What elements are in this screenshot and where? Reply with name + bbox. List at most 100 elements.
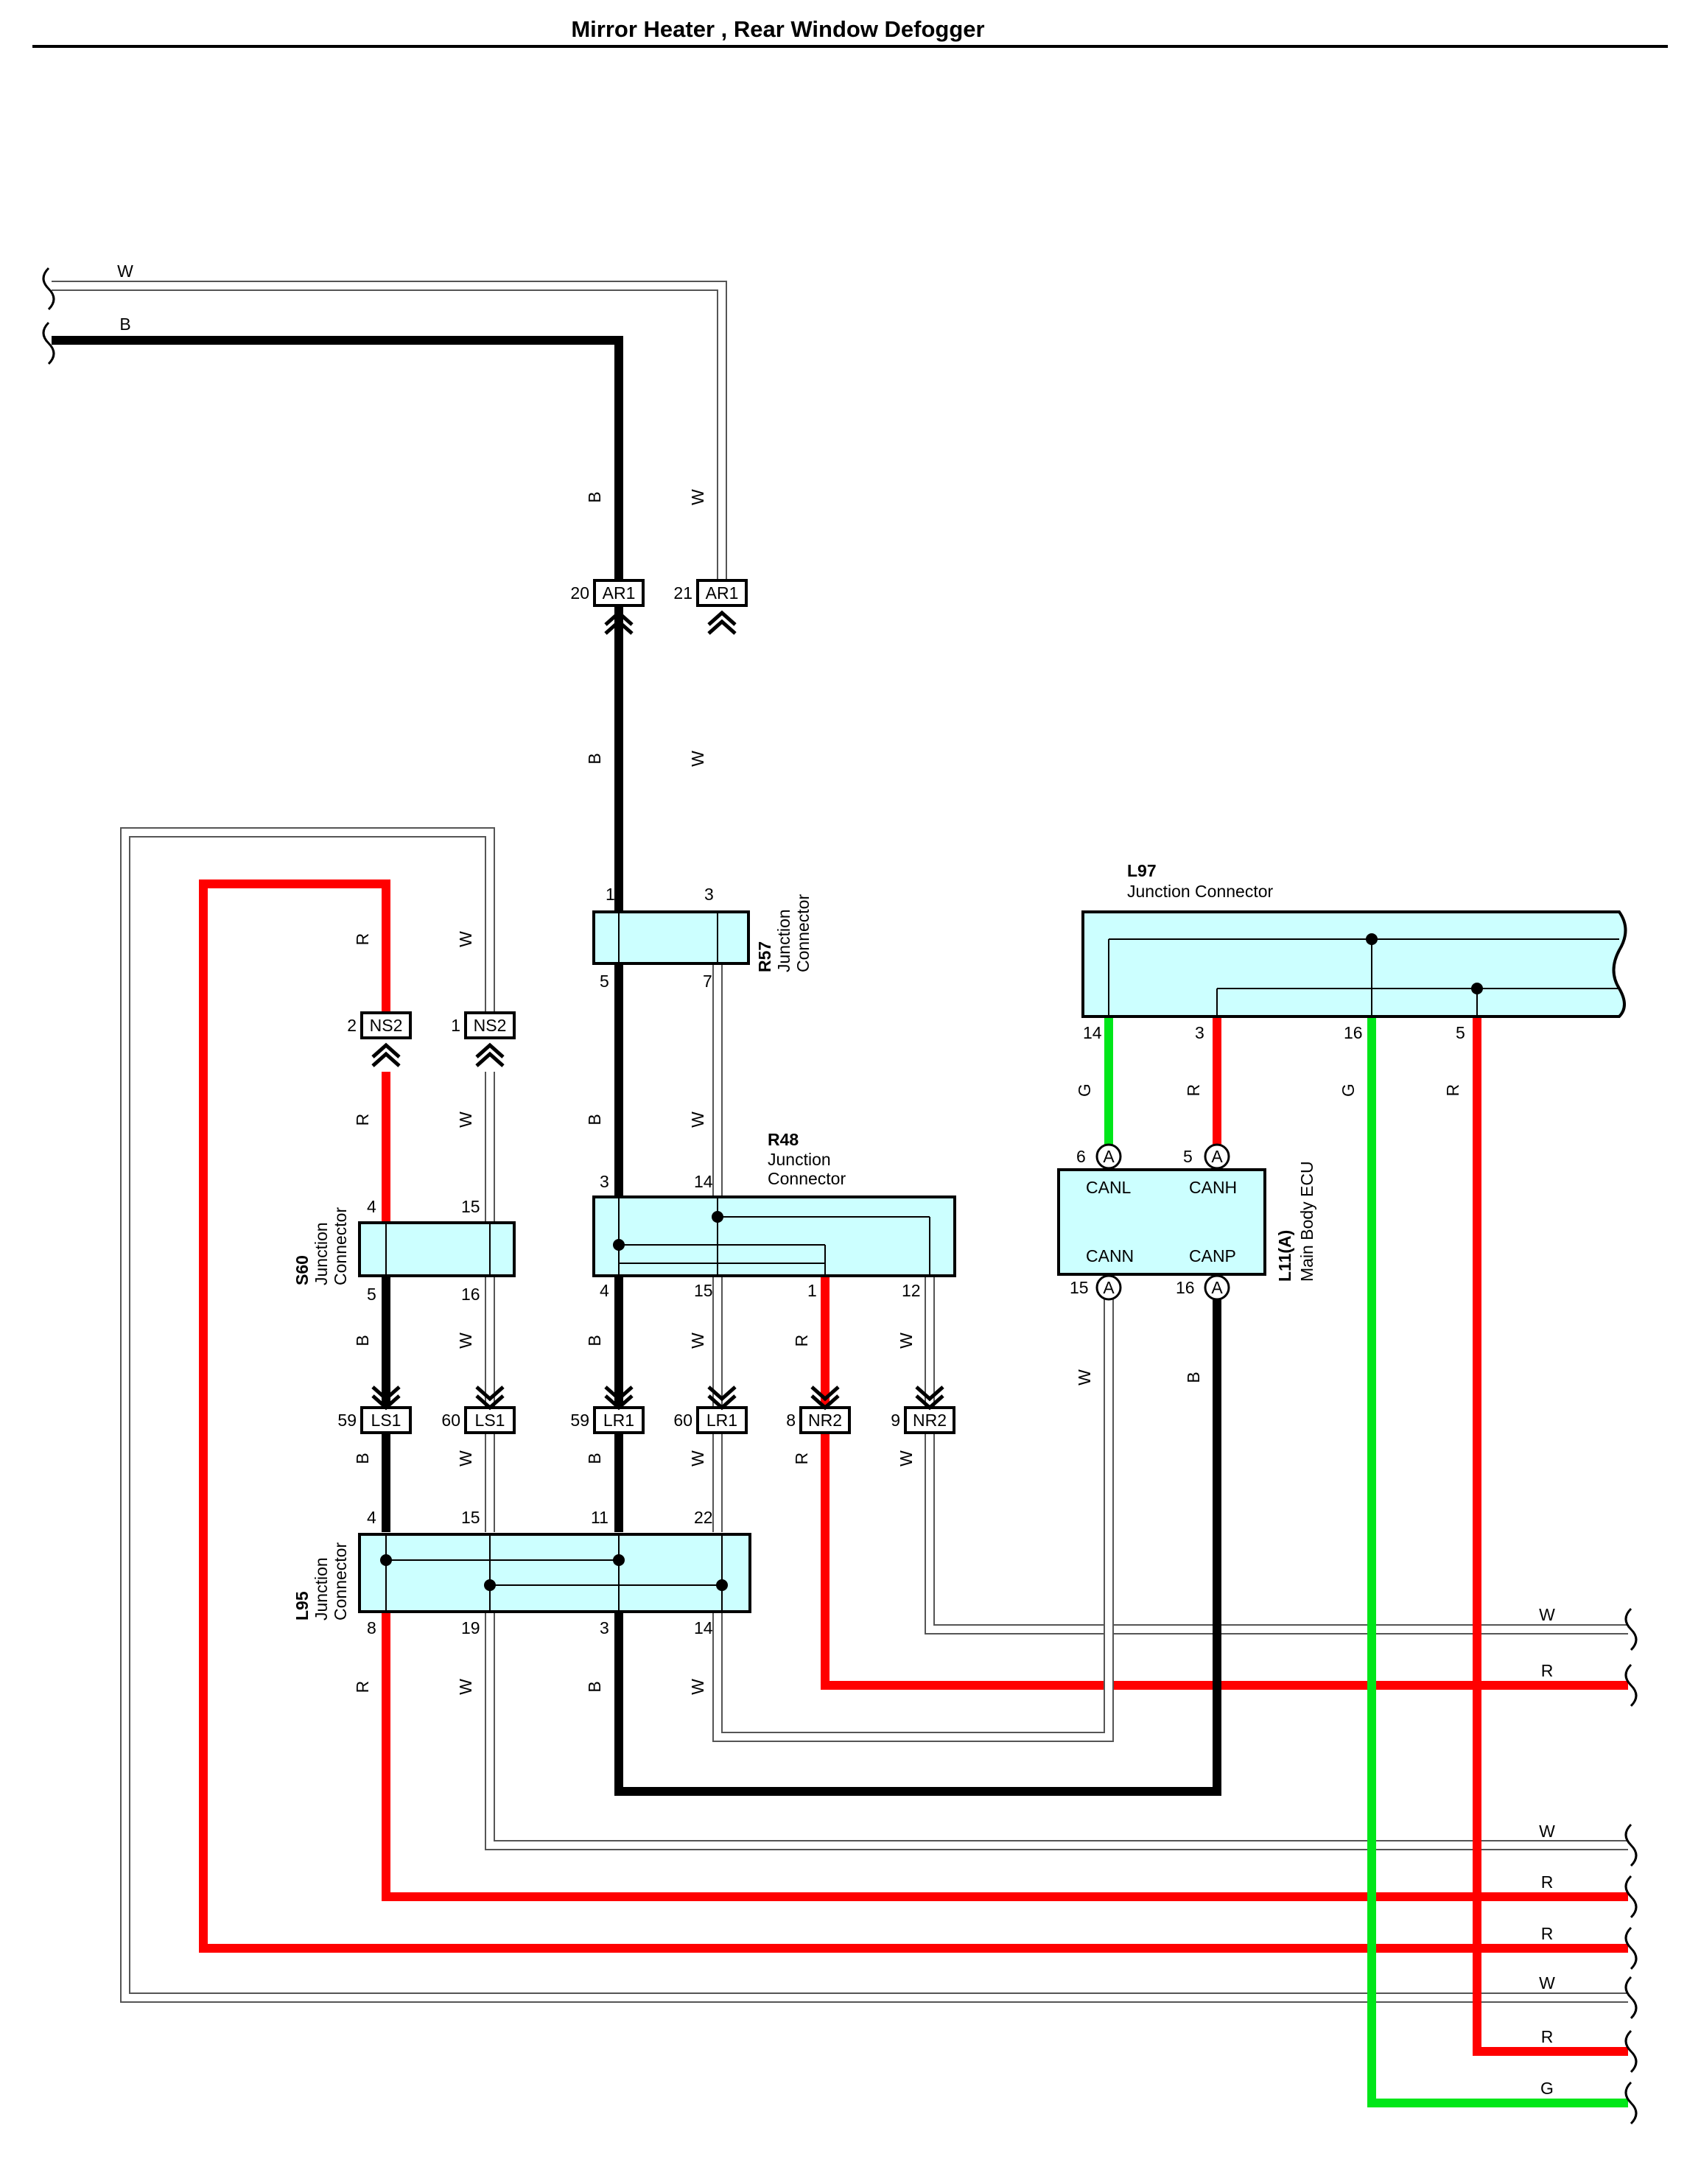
s60-pin16: 16 <box>461 1285 480 1304</box>
wire-color-label: R <box>1541 1872 1554 1892</box>
wire-color-label: B <box>1184 1372 1203 1383</box>
wire-color-label: W <box>688 751 707 767</box>
connector-l95[interactable]: 4 15 11 22 8 19 3 14 L95 <box>292 1508 751 1637</box>
inline-pin: 2 <box>347 1016 357 1035</box>
wire-color-label: R <box>792 1453 811 1465</box>
inline-pin: 9 <box>891 1411 900 1430</box>
wire-color-label: W <box>456 931 475 947</box>
s60-pin15: 15 <box>461 1197 480 1216</box>
connector-s60[interactable]: 4 15 5 16 S60 <box>292 1197 516 1304</box>
inline-pin: 20 <box>570 583 589 603</box>
wire-color-label: G <box>1339 1084 1358 1097</box>
inline-code: NS2 <box>474 1016 507 1035</box>
s60-pin4: 4 <box>367 1197 376 1216</box>
wire-color-label: W <box>688 489 707 505</box>
r48-pin3: 3 <box>600 1172 609 1191</box>
l95-pin3: 3 <box>600 1618 609 1637</box>
wire-w-l95-cann <box>714 1296 1112 1741</box>
wire-color-label: B <box>585 1114 604 1125</box>
wire-w-nr2-right <box>926 1425 1628 1633</box>
inline-code: NR2 <box>913 1411 947 1430</box>
connector-descriptions: Junction Connector Junction Connector Ju… <box>312 894 846 1621</box>
wire-color-label: W <box>456 1112 475 1128</box>
wire-color-label: R <box>1541 2027 1554 2046</box>
l97-desc: Junction Connector <box>1127 882 1274 901</box>
wire-color-label: R <box>1184 1084 1203 1097</box>
ecu-pin16-letter: A <box>1211 1278 1223 1297</box>
l95-id: L95 <box>292 1591 312 1621</box>
wire-color-label: R <box>353 933 372 946</box>
wire-r-ns2-loop <box>199 879 1628 1953</box>
wire-w-nr2-right-outline <box>925 1425 1628 1635</box>
wire-color-label: W <box>456 1450 475 1467</box>
wire-color-label: B <box>585 1453 604 1464</box>
chevron-icon <box>604 610 634 626</box>
r57-pin5: 5 <box>600 972 609 991</box>
connector-r57[interactable]: 1 3 5 7 R57 <box>592 885 774 991</box>
wire-color-label: W <box>1539 1822 1555 1841</box>
inline-pin: 60 <box>673 1411 692 1430</box>
s60-pin5: 5 <box>367 1285 376 1304</box>
r48-pin12: 12 <box>902 1281 921 1300</box>
wire-r-l97-right <box>1473 1016 1628 2056</box>
l95-pin19: 19 <box>461 1618 480 1637</box>
wire-b-l95-canp <box>614 1296 1221 1796</box>
wire-r-l95-right <box>382 1609 1628 1901</box>
r48-pin15: 15 <box>694 1281 713 1300</box>
ecu-id: L11(A) <box>1275 1230 1294 1282</box>
wire-color-label: W <box>688 1112 707 1128</box>
wire-color-label: W <box>1539 1605 1555 1624</box>
chevron-icon <box>810 1394 840 1411</box>
chevron-icon <box>707 610 737 626</box>
chevron-icon <box>915 1394 944 1411</box>
wire-color-label: R <box>1541 1924 1554 1943</box>
wire-color-label: B <box>585 753 604 764</box>
wire-color-label: G <box>1075 1084 1094 1097</box>
inline-box <box>360 1011 412 1039</box>
r57-desc-1: Junction <box>774 909 793 972</box>
r57-id: R57 <box>755 941 774 972</box>
l95-pin11: 11 <box>591 1508 608 1527</box>
chevron-icon <box>707 1386 737 1402</box>
r48-id: R48 <box>768 1130 799 1149</box>
inline-pin: 1 <box>451 1016 460 1035</box>
ecu-pin15: 15 <box>1070 1278 1089 1297</box>
r48-desc-2: Connector <box>768 1169 846 1188</box>
wire-color-label: R <box>353 1114 372 1126</box>
ecu-canl: CANL <box>1086 1178 1132 1197</box>
connector-l97[interactable]: 14 3 16 5 L97 Junction Connector <box>1081 861 1627 1042</box>
connector-r48[interactable]: 3 14 4 15 1 12 R48 <box>592 1130 956 1300</box>
wire-w-l95-right-outline <box>485 1609 1628 1850</box>
wire-color-label: B <box>353 1335 372 1346</box>
break-mark-icon <box>1624 1663 1638 1707</box>
chevron-icon <box>707 619 737 635</box>
wire-w-l95-right <box>486 1609 1628 1849</box>
wire-w-l95-cann-outline <box>712 1296 1114 1742</box>
inline-nr2-pin9[interactable]: NR2 9 <box>891 1386 955 1434</box>
connector-boxes: 1 3 5 7 R57 3 14 4 15 1 12 R48 <box>292 861 1627 1637</box>
chevron-icon <box>915 1386 944 1402</box>
inline-box <box>464 1406 516 1434</box>
l97-id: L97 <box>1127 861 1157 880</box>
wire-color-label: B <box>353 1453 372 1464</box>
ecu-pin15-letter: A <box>1103 1278 1115 1297</box>
ecu-l11[interactable]: CANL CANH CANN CANP L11(A) Main Body ECU… <box>1057 1143 1316 1301</box>
l97-pin5: 5 <box>1456 1023 1465 1042</box>
chevron-icon <box>371 1386 401 1402</box>
ecu-pin6-letter: A <box>1103 1147 1115 1166</box>
ecu-canp: CANP <box>1189 1246 1236 1265</box>
wire-color-label: W <box>688 1450 707 1467</box>
inline-ns2-pin1[interactable]: NS2 1 <box>451 1011 516 1067</box>
s60-id: S60 <box>292 1255 312 1285</box>
chevron-icon <box>371 1394 401 1411</box>
